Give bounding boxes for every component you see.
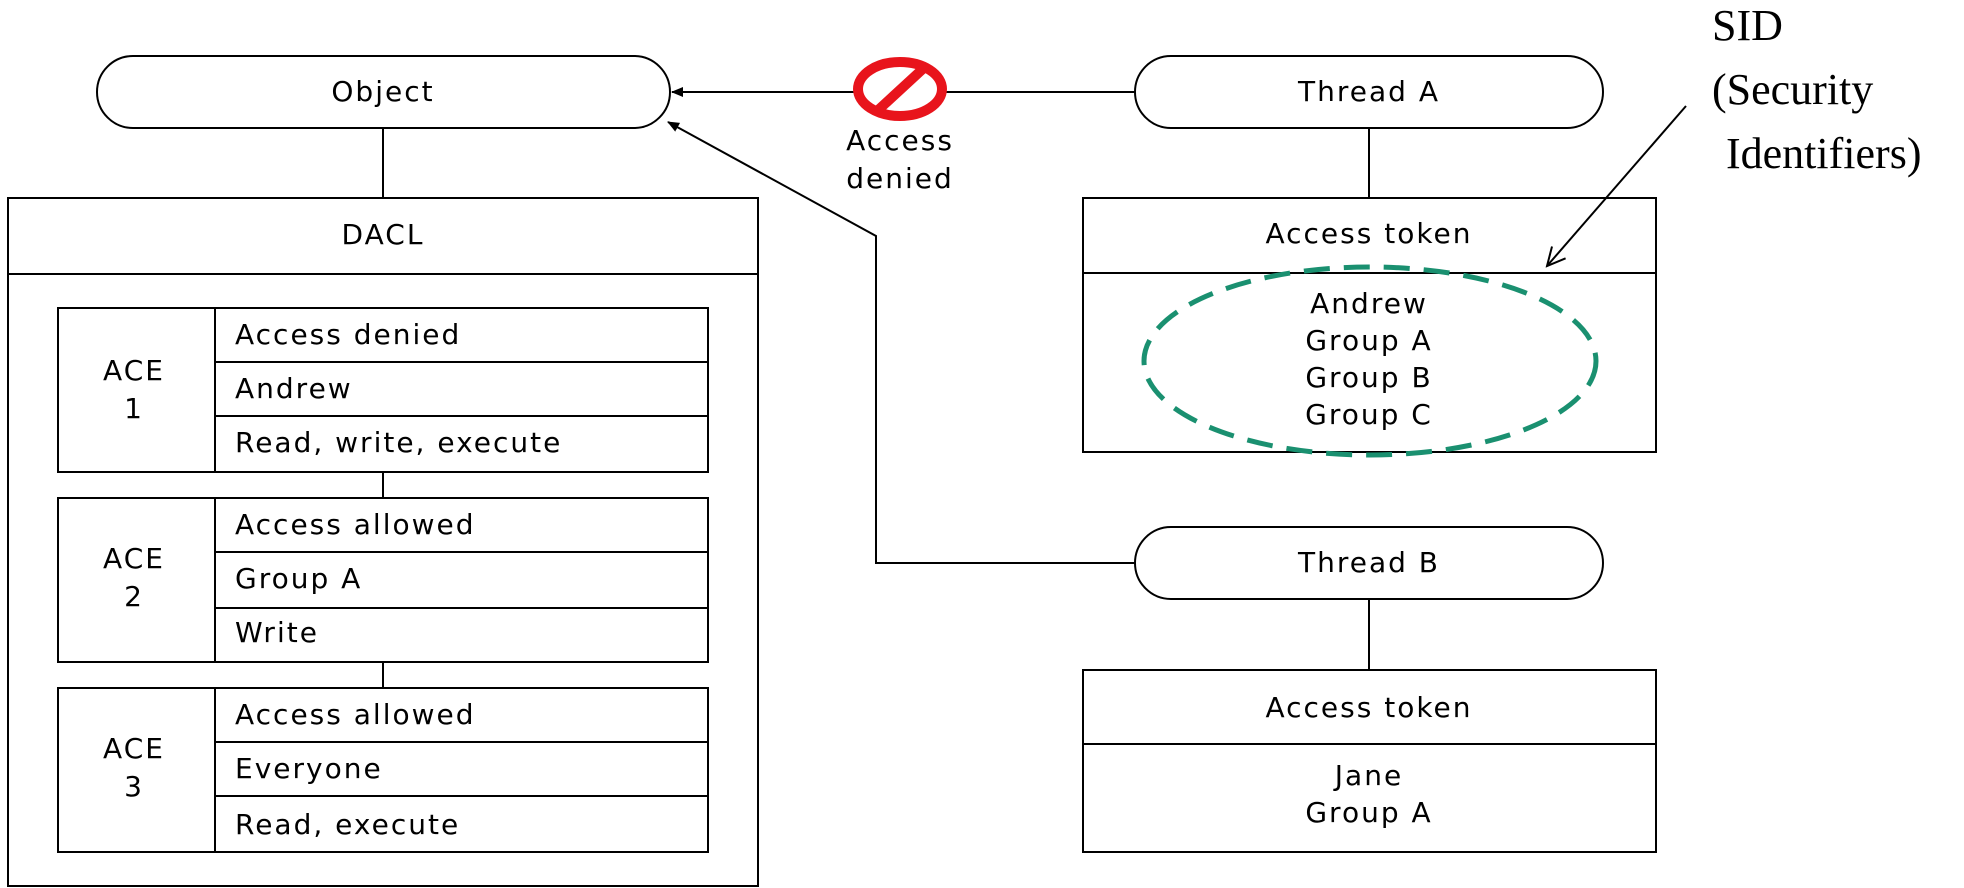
object-label: Object: [331, 75, 434, 108]
object-node: Object: [96, 55, 671, 129]
thread-b-label: Thread B: [1297, 546, 1440, 579]
ace-number: 3: [124, 770, 144, 803]
sid-entry: Andrew: [1310, 287, 1428, 320]
ace-access-type: Access denied: [235, 318, 461, 351]
allowed-access-arrow: [667, 121, 1135, 564]
ace-permissions: Read, execute: [235, 808, 460, 841]
access-denied-label-line1: Access: [846, 124, 954, 157]
sid-entry: Group A: [1305, 324, 1432, 357]
ace-trustee: Everyone: [235, 752, 383, 785]
sid-entry: Jane: [1333, 759, 1403, 792]
sid-annotation-line2: (Security: [1712, 65, 1873, 114]
sid-annotation-arrow: [1547, 105, 1687, 266]
ace-entry-2: ACE 2 Access allowed Group A Write: [57, 497, 709, 663]
ace-access-type: Access allowed: [235, 698, 476, 731]
ace-entry-3: ACE 3 Access allowed Everyone Read, exec…: [57, 687, 709, 853]
access-token-title: Access token: [1265, 217, 1472, 250]
thread-a-node: Thread A: [1134, 55, 1604, 129]
thread-b-access-token: Access token Jane Group A: [1082, 669, 1657, 853]
thread-a-access-token: Access token Andrew Group A Group B Grou…: [1082, 197, 1657, 453]
sid-entry: Group A: [1305, 796, 1432, 829]
sid-entry: Group C: [1305, 398, 1433, 431]
ace-label: ACE: [103, 542, 165, 575]
thread-a-label: Thread A: [1297, 75, 1440, 108]
sid-highlight-ellipse: [1141, 264, 1599, 458]
ace-trustee: Andrew: [235, 372, 353, 405]
ace-label: ACE: [103, 354, 165, 387]
sid-entry: Group B: [1305, 361, 1432, 394]
sid-annotation-line3: Identifiers): [1726, 129, 1921, 178]
ace-access-type: Access allowed: [235, 508, 476, 541]
ace-number: 2: [124, 580, 144, 613]
sid-annotation-title: SID: [1712, 1, 1783, 50]
ace-entry-1: ACE 1 Access denied Andrew Read, write, …: [57, 307, 709, 473]
dacl-title: DACL: [342, 218, 425, 251]
ace-label: ACE: [103, 732, 165, 765]
ace-trustee: Group A: [235, 562, 362, 595]
thread-b-node: Thread B: [1134, 526, 1604, 600]
access-denied-label-line2: denied: [846, 162, 954, 195]
ace-permissions: Read, write, execute: [235, 426, 562, 459]
ace-permissions: Write: [235, 616, 319, 649]
access-token-title: Access token: [1265, 691, 1472, 724]
prohibited-icon: [853, 57, 947, 121]
ace-number: 1: [124, 392, 144, 425]
